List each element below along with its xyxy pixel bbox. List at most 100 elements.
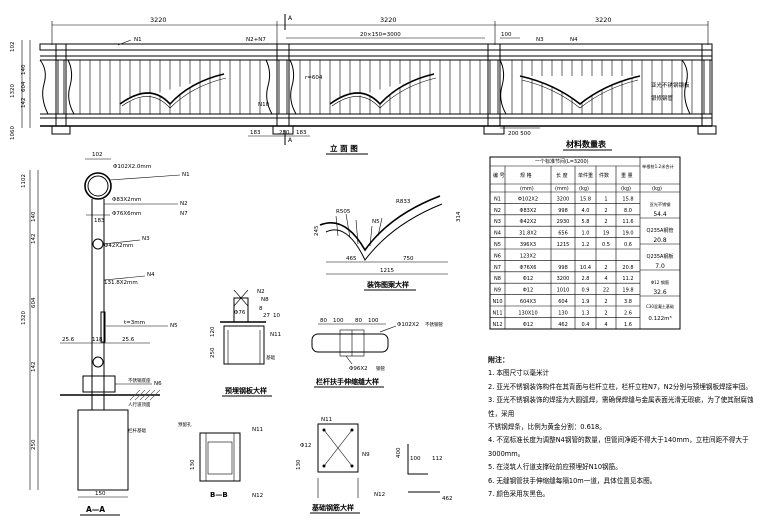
table-cell: Φ102X2 [518, 196, 538, 202]
aa-dim-102: 102 [92, 152, 103, 158]
aa-dim-118: 118 [92, 337, 103, 343]
table-cell: N8 [494, 276, 501, 282]
plate-annot: 基础 [266, 354, 275, 361]
table-cell: 2.8 [582, 276, 590, 282]
rebar-dim-100: 100 [410, 456, 421, 462]
aa-spec-4: Φ42X2mm [104, 243, 133, 249]
side-label-2: 银修钢管 [651, 94, 674, 102]
aa-title: A—A [86, 505, 105, 514]
elevation-view: 3220 3220 3220 20×150=3000 100 A A 102 1… [10, 14, 717, 155]
note-4: 4. 不宽标准长度为调整N4钢管的数量，但管间净距不得大于140mm，立柱间距不… [488, 436, 749, 445]
table-cell: 19.8 [622, 288, 633, 294]
table-cell: N2 [494, 208, 501, 214]
sum-5-label: C30混凝土基础 [646, 303, 674, 309]
table-cell: 604X3 [520, 299, 536, 305]
table-cell: 0.9 [582, 288, 590, 294]
table-cell: N9 [494, 288, 501, 294]
th-unit-weight: 单件重 [578, 172, 593, 179]
table-cell: N3 [494, 219, 501, 225]
aa-dim-25-6b: 25.6 [122, 337, 135, 343]
table-cell: 4.0 [582, 208, 590, 214]
dim-100: 100 [501, 32, 512, 38]
plate-dim-76: Φ76 [234, 310, 246, 316]
label-n3: N3 [536, 37, 544, 43]
dim-280: 280 [279, 130, 290, 136]
table-cell: 998 [558, 208, 568, 214]
deco-dim-r505: R505 [336, 209, 351, 215]
table-cell: 2 [604, 310, 607, 316]
joint-dim-100b: 100 [368, 318, 379, 324]
bb-annot: 预留孔 [178, 421, 192, 428]
table-cell: N5 [494, 242, 501, 248]
plate-dim-120: 120 [210, 326, 216, 337]
table-cell: 2 [604, 208, 607, 214]
rebar-title: 基础钢筋大样 [311, 503, 354, 512]
sum-1-label: 亚光不锈钢 [650, 201, 671, 208]
deco-dim-1215: 1215 [380, 268, 394, 274]
deco-dim-465: 465 [346, 256, 357, 262]
table-cell: 2 [604, 219, 607, 225]
aa-label-n5: N5 [170, 323, 178, 329]
tu-length: (mm) [555, 186, 569, 192]
dim-left-604: 604 [21, 81, 27, 92]
dim-183a: 183 [250, 130, 261, 136]
rebar-label-n12: N12 [374, 492, 385, 498]
table-cell: 0.4 [582, 322, 590, 328]
dim-spacing: 20×150=3000 [360, 32, 401, 38]
aa-dim-604: 604 [31, 297, 37, 308]
deco-dim-314: 314 [456, 211, 462, 222]
plate-label-n11: N11 [270, 332, 281, 338]
table-cell: 1215 [557, 242, 570, 248]
table-span-header: 一个标准节间(L=3200) [535, 158, 589, 165]
table-cell: 1.0 [582, 231, 590, 237]
table-cell: 1 [604, 196, 607, 202]
joint-spec-1-note: 不锈钢管 [425, 321, 443, 328]
joint-spec-2-note: 钢管 [376, 365, 385, 372]
rebar-dim-400: 400 [396, 447, 402, 458]
aa-dim-250: 250 [31, 439, 37, 450]
aa-dim-1320: 1320 [21, 311, 27, 325]
rebar-spec: Φ12 [300, 443, 311, 449]
table-cell: 604 [558, 299, 568, 305]
decorative-wings [119, 73, 641, 109]
note-5: 5. 在浇筑人行道支撑砼前应预埋好N10钢筋。 [488, 463, 622, 472]
table-cell: 1.6 [624, 322, 632, 328]
table-cell: 998 [558, 265, 568, 271]
sum-2-value: 20.8 [653, 237, 667, 244]
rebar-dim-462: 462 [442, 496, 453, 502]
notes: 附注： 1. 本图尺寸以毫米计 2. 亚光不锈钢装饰构件在其背面与栏杆立柱，栏杆… [488, 354, 756, 501]
table-cell: 2930 [557, 219, 570, 225]
bb-label-n12: N12 [252, 493, 263, 499]
table-cell: Φ12 [523, 276, 533, 282]
table-cell: 2.6 [624, 310, 632, 316]
tu-spec: (mm) [520, 186, 534, 192]
dim-left-1060: 1060 [10, 126, 16, 140]
th-length: 长 度 [556, 172, 568, 179]
joint-dim-100a: 100 [333, 318, 344, 324]
sum-3-label: Q235A钢板 [647, 253, 674, 260]
table-cell: N6 [494, 253, 501, 259]
aa-dim-25-6a: 25.6 [62, 337, 75, 343]
section-mark-bottom: A [288, 137, 293, 144]
table-cell: 11.6 [622, 219, 633, 225]
label-n2-n7: N2+N7 [246, 37, 266, 43]
dim-left-140: 140 [21, 64, 27, 75]
dim-200-500: 200 500 [508, 131, 531, 137]
bb-title: B—B [210, 491, 228, 499]
plate-label-n2: N2 [257, 289, 265, 295]
rebar-dim-112: 112 [432, 456, 443, 462]
aa-dim-142: 142 [31, 234, 37, 245]
th-count: 件数 [599, 172, 609, 179]
table-cell: 19 [603, 231, 609, 237]
table-cell: 1010 [557, 288, 570, 294]
tu-total: (kg) [652, 186, 662, 192]
table-cell: N4 [494, 231, 501, 237]
deco-dim-245: 245 [314, 225, 320, 236]
table-cell: Φ42X2 [520, 219, 537, 225]
rebar-detail: N11 Φ12 N9 N12 130 400 100 112 462 基础钢筋大… [296, 417, 453, 514]
rebar-label-n9: N9 [362, 452, 370, 458]
table-cell: 4 [604, 322, 607, 328]
table-cell: 10.4 [580, 265, 591, 271]
th-total: 单根桩1.2米合计 [642, 163, 674, 170]
